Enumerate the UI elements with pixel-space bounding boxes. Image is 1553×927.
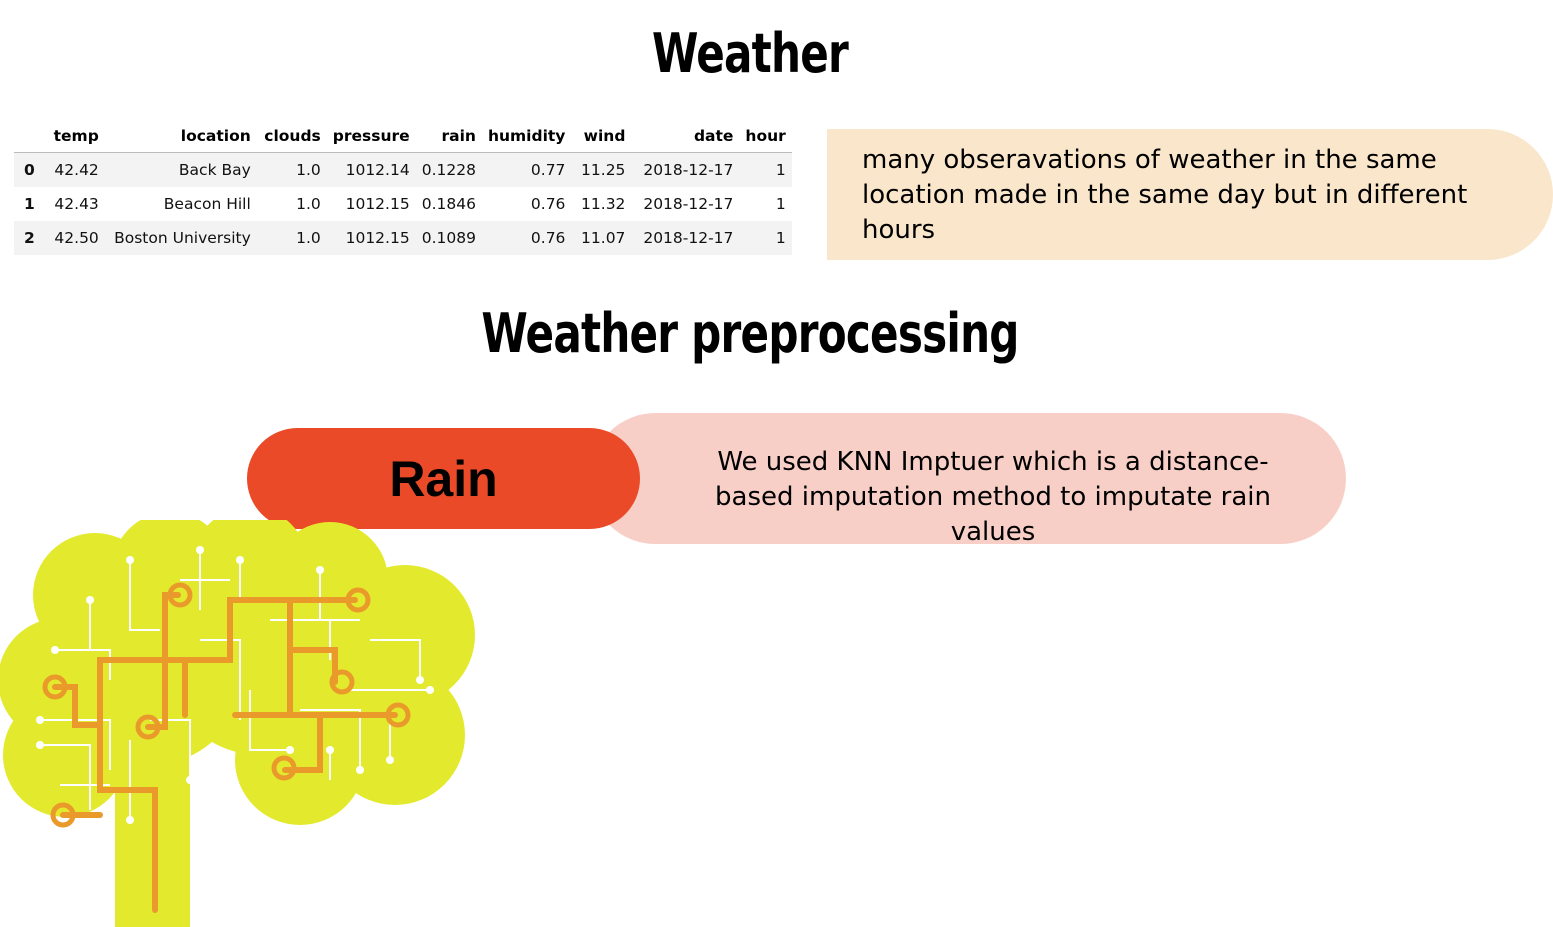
table-cell: Back Bay — [178, 161, 251, 179]
table-cell: 1012.15 — [345, 195, 410, 213]
table-cell: 0.1089 — [421, 229, 476, 247]
table-cell: 11.32 — [581, 195, 626, 213]
table-cell: 0.77 — [530, 161, 566, 179]
table-cell: 1 — [775, 195, 786, 213]
table-cell: 11.25 — [581, 161, 626, 179]
column-header: temp — [53, 127, 99, 145]
table-cell: 1 — [775, 161, 786, 179]
section-title: Weather preprocessing — [481, 302, 1019, 365]
row-index: 1 — [24, 195, 35, 213]
row-index: 2 — [24, 229, 35, 247]
weather-dataframe: temp location clouds pressure rain humid… — [14, 120, 792, 255]
column-header: hour — [745, 127, 786, 145]
column-header: humidity — [487, 127, 566, 145]
table-cell: 0.76 — [530, 195, 566, 213]
table-cell: 1.0 — [296, 195, 321, 213]
column-header: date — [693, 127, 734, 145]
table-row: 2 42.50 Boston University 1.0 1012.15 0.… — [14, 221, 792, 255]
table-cell: 42.50 — [54, 229, 99, 247]
column-header: rain — [441, 127, 476, 145]
table-cell: 2018-12-17 — [643, 161, 734, 179]
table-cell: 42.43 — [54, 195, 99, 213]
table-cell: 0.76 — [530, 229, 566, 247]
table-cell: 1012.14 — [345, 161, 410, 179]
column-header: pressure — [332, 127, 410, 145]
table-row: 0 42.42 Back Bay 1.0 1012.14 0.1228 0.77… — [14, 152, 792, 187]
table-header-row: temp location clouds pressure rain humid… — [14, 120, 792, 153]
page-title: Weather — [652, 22, 849, 85]
table-cell: 1.0 — [296, 229, 321, 247]
table-cell: Boston University — [114, 229, 251, 247]
column-header — [14, 120, 41, 153]
column-header: location — [180, 127, 251, 145]
table-cell: 2018-12-17 — [643, 195, 734, 213]
table-cell: 1.0 — [296, 161, 321, 179]
table-cell: 1 — [775, 229, 786, 247]
column-header: clouds — [264, 127, 321, 145]
table-cell: Beacon Hill — [163, 195, 251, 213]
table-row: 1 42.43 Beacon Hill 1.0 1012.15 0.1846 0… — [14, 187, 792, 221]
rain-label-pill: Rain — [247, 428, 640, 529]
column-header: wind — [583, 127, 626, 145]
table-cell: 2018-12-17 — [643, 229, 734, 247]
table-cell: 11.07 — [581, 229, 626, 247]
brain-circuit-icon — [0, 520, 475, 927]
table-cell: 0.1846 — [421, 195, 476, 213]
table-cell: 0.1228 — [421, 161, 476, 179]
row-index: 0 — [24, 161, 35, 179]
table-cell: 42.42 — [54, 161, 99, 179]
weather-note-callout: many obseravations of weather in the sam… — [827, 129, 1553, 260]
table-cell: 1012.15 — [345, 229, 410, 247]
rain-note-callout: We used KNN Imptuer which is a distance-… — [590, 413, 1346, 547]
